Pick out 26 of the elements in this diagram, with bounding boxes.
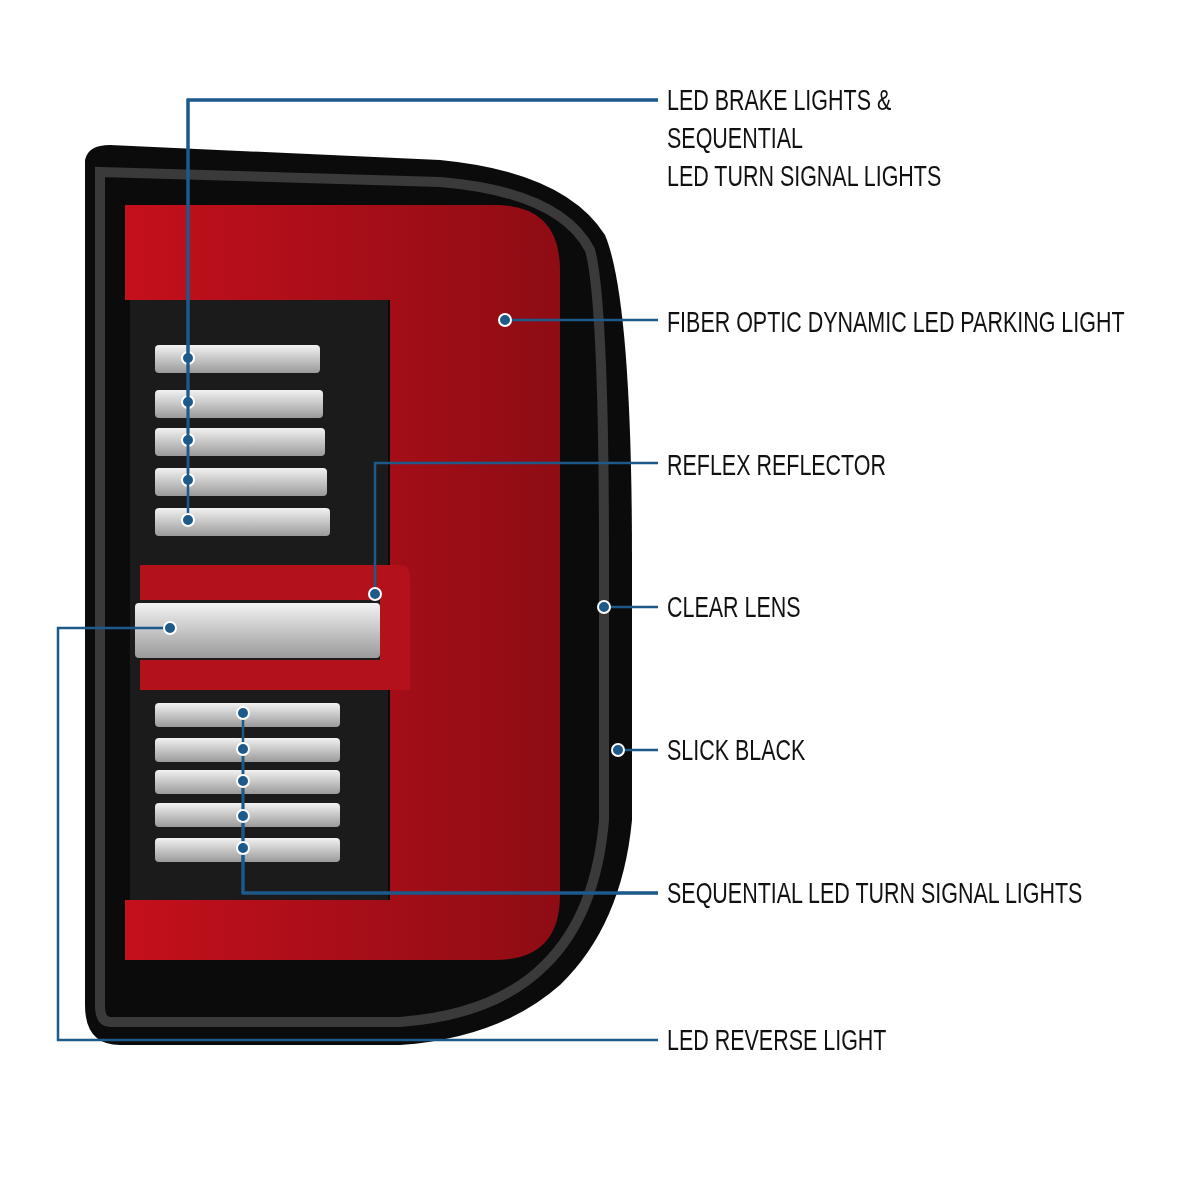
reverse-lamp [135, 603, 380, 658]
light-tube [125, 205, 560, 960]
lamp-bar [155, 508, 330, 536]
callout-label: FIBER OPTIC DYNAMIC LED PARKING LIGHT [667, 303, 1125, 341]
leader-line [56, 621, 658, 1042]
callout-label: REFLEX REFLECTOR [667, 446, 887, 484]
callout-label: CLEAR LENS [667, 588, 801, 626]
leader-line [236, 841, 658, 895]
lamp-bar [155, 703, 340, 727]
leader-line [597, 600, 658, 614]
reflector [140, 565, 410, 690]
callout-label: LED REVERSE LIGHT [667, 1021, 887, 1059]
lamp-bar [155, 390, 323, 418]
leader-line [498, 313, 658, 327]
callout-label: SLICK BLACK [667, 731, 806, 769]
leader-line [368, 461, 658, 601]
lamp-bar [155, 770, 340, 794]
lamp-bar [155, 428, 325, 456]
callout-label: LED BRAKE LIGHTS & SEQUENTIAL LED TURN SIGNAL LIGHTS [667, 81, 942, 195]
lamp-bar [155, 468, 327, 496]
lamp-bar [155, 838, 340, 862]
lamp-bar [155, 803, 340, 827]
lamp-bar [155, 738, 340, 762]
callout-label: SEQUENTIAL LED TURN SIGNAL LIGHTS [667, 874, 1083, 912]
leader-line [611, 743, 658, 757]
lamp-bar [155, 345, 320, 373]
